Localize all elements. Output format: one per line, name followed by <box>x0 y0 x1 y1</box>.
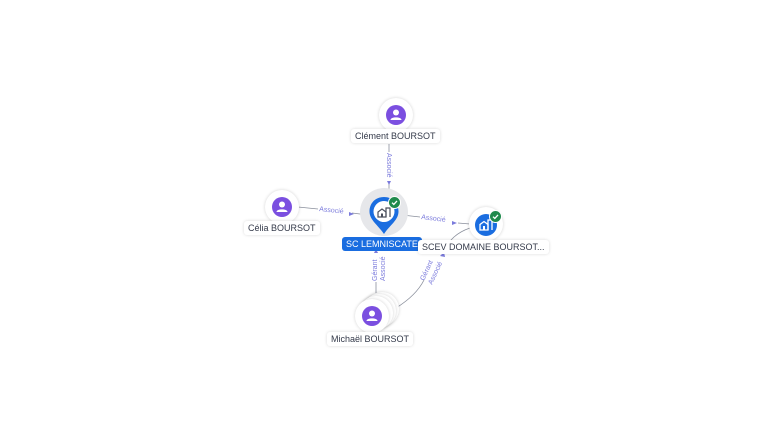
building-icon <box>377 207 391 218</box>
node-label-sc-lemniscate: SC LEMNISCATE <box>342 237 422 251</box>
node-label-clement: Clément BOURSOT <box>351 129 440 143</box>
person-icon <box>272 197 292 217</box>
edge-celia-sc: Associé <box>297 206 369 216</box>
person-icon <box>386 105 406 125</box>
edge-label-celia: Associé <box>319 206 344 216</box>
node-label-scev: SCEV DOMAINE BOURSOT... <box>418 240 549 254</box>
verified-check-icon <box>489 210 502 223</box>
node-halo <box>355 299 389 333</box>
edge-label-clement: Associé <box>385 153 392 178</box>
node-halo <box>265 190 299 224</box>
edge-sc-scev: Associé <box>401 214 471 225</box>
edge-label-michael-sc-2: Associé <box>380 256 387 281</box>
node-halo <box>379 98 413 132</box>
edge-michael-sc: Gérant Associé <box>372 249 387 295</box>
verified-check-icon <box>388 196 401 209</box>
node-label-michael: Michaël BOURSOT <box>327 332 414 346</box>
edge-label-sc-scev: Associé <box>421 214 446 224</box>
edge-label-michael-sc-1: Gérant <box>372 260 379 281</box>
node-label-celia: Célia BOURSOT <box>244 221 320 235</box>
person-icon <box>362 306 382 326</box>
edge-clement-sc: Associé <box>385 144 392 190</box>
